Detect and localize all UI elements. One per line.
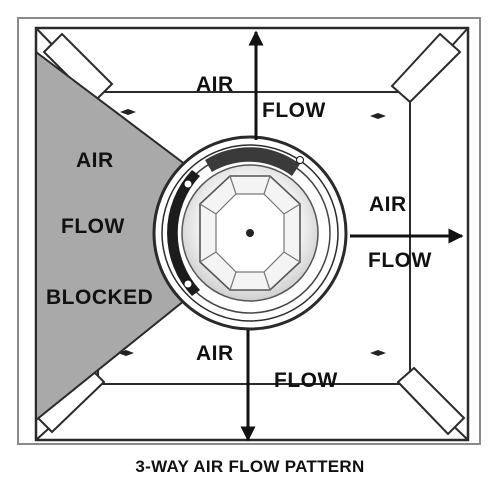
left-air-label: AIR xyxy=(76,149,114,172)
bottom-flow-label: FLOW xyxy=(274,369,338,392)
top-air-label: AIR xyxy=(196,73,234,96)
diagram-caption: 3-WAY AIR FLOW PATTERN xyxy=(135,457,365,476)
screw-mark-top-left xyxy=(120,109,136,115)
damper-core xyxy=(181,164,319,302)
corner-vane-top-right xyxy=(390,32,462,104)
right-flow-label: FLOW xyxy=(368,249,432,272)
left-flow-label: FLOW xyxy=(61,215,125,238)
bottom-air-label: AIR xyxy=(196,342,234,365)
screw-mark-top-right xyxy=(370,113,386,119)
top-flow-label: FLOW xyxy=(262,99,326,122)
screw-mark-bottom-right xyxy=(370,350,386,356)
corner-vane-bottom-right xyxy=(396,366,466,436)
right-air-label: AIR xyxy=(369,193,407,216)
center-bolt xyxy=(246,229,254,237)
left-blocked-label: BLOCKED xyxy=(46,286,154,309)
